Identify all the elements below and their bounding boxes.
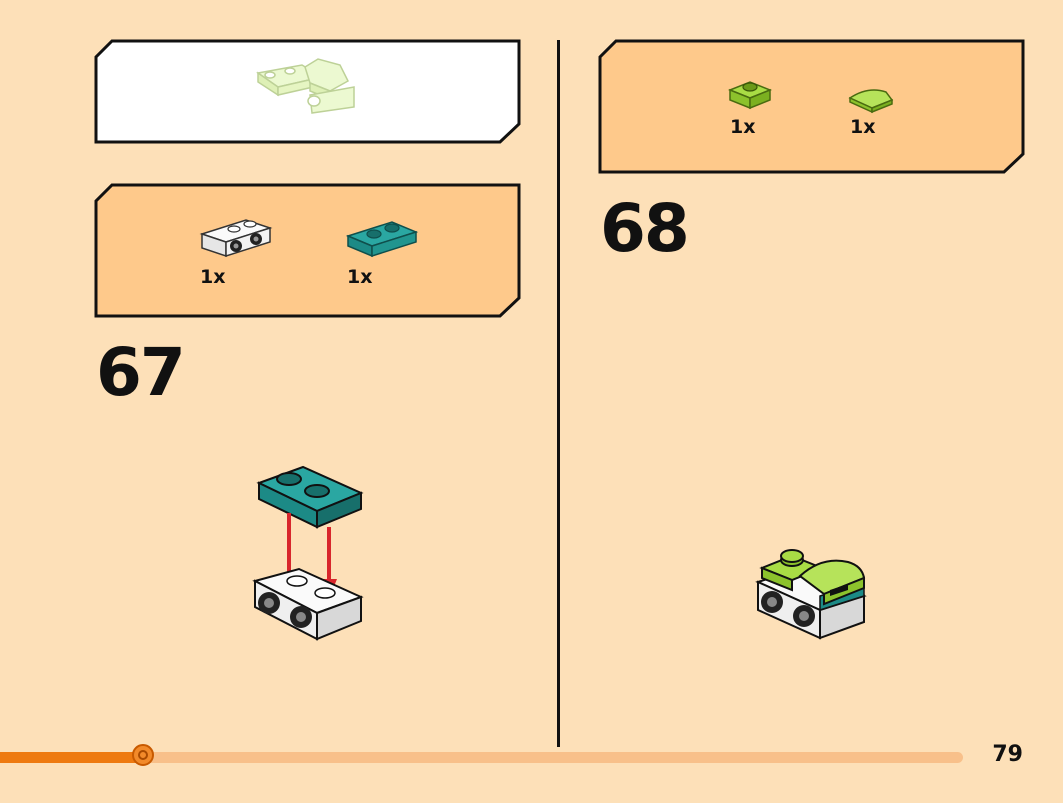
step-number-68: 68 xyxy=(600,190,690,267)
lime-slope-assembly-icon xyxy=(256,58,355,114)
preview-panel xyxy=(94,39,521,144)
teal-plate-1x2-icon xyxy=(256,465,364,529)
parts-panel-67 xyxy=(94,183,521,318)
white-bracket-brick-icon xyxy=(199,219,273,258)
qty-label: 1x xyxy=(730,116,756,138)
step-68-assembly xyxy=(755,549,867,640)
page-number: 79 xyxy=(992,742,1023,767)
step-number-67: 67 xyxy=(96,334,186,411)
qty-label: 1x xyxy=(200,266,226,288)
qty-label: 1x xyxy=(347,266,373,288)
teal-plate-1x2-icon xyxy=(346,221,419,258)
column-divider xyxy=(557,40,560,747)
progress-marker-icon xyxy=(132,744,154,766)
step-67-assembly xyxy=(252,465,364,641)
white-bracket-brick-icon xyxy=(252,567,364,641)
lime-slope-curved-icon xyxy=(848,89,894,114)
qty-label: 1x xyxy=(850,116,876,138)
progress-fill xyxy=(0,752,143,763)
progress-track xyxy=(0,752,963,763)
lime-round-plate-icon xyxy=(727,81,773,110)
parts-panel-68 xyxy=(598,39,1025,174)
